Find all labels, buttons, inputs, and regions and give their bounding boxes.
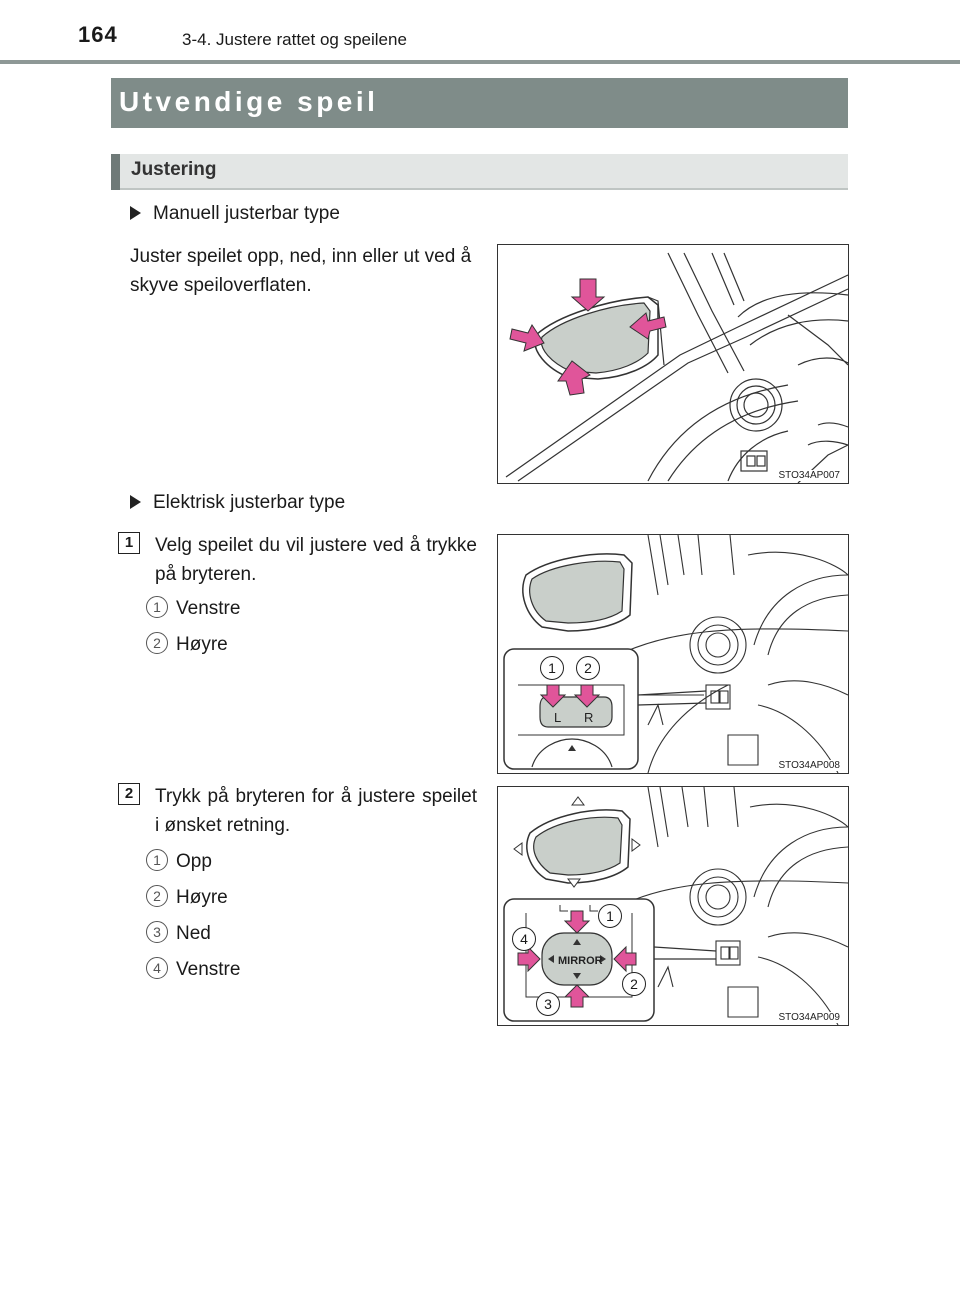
section-title: Utvendige speil	[119, 86, 379, 117]
chapter-title: 3-4. Justere rattet og speilene	[182, 30, 407, 49]
figure-code: STO34AP007	[776, 470, 842, 481]
step2-item-4: 4 Venstre	[146, 957, 240, 981]
item-label: Venstre	[176, 598, 241, 619]
callout-2: 2	[622, 972, 646, 996]
item-label: Høyre	[176, 887, 228, 908]
header-rule	[0, 60, 960, 64]
item-number: 1	[146, 849, 168, 871]
step1-item-2: 2 Høyre	[146, 632, 228, 656]
callout-1: 1	[598, 904, 622, 928]
callout-3: 3	[536, 992, 560, 1016]
subsection-stripe	[111, 154, 120, 190]
callout-4: 4	[512, 927, 536, 951]
mirror-switch-label: MIRROR	[558, 955, 603, 967]
step1-text: Velg speilet du vil justere ved å trykke…	[155, 535, 477, 585]
item-label: Høyre	[176, 634, 228, 655]
subsection-title: Justering	[131, 159, 217, 180]
triangle-bullet-icon	[130, 495, 141, 509]
step1-item-1: 1 Venstre	[146, 596, 240, 620]
step-number-1: 1	[118, 532, 140, 554]
figure-code: STO34AP009	[776, 1012, 842, 1023]
step-number-2: 2	[118, 783, 140, 805]
figure-select-switch: L R 1 2 STO34AP008	[497, 534, 849, 774]
step2-text: Trykk på bryteren for å justere speilet …	[155, 786, 477, 836]
item-number: 2	[146, 885, 168, 907]
step2-item-1: 1 Opp	[146, 849, 212, 873]
manual-text: Juster speilet opp, ned, inn eller ut ve…	[130, 246, 472, 296]
callout-1: 1	[540, 656, 564, 680]
switch-label-l: L	[554, 710, 561, 725]
manual-heading-text: Manuell justerbar type	[153, 203, 340, 224]
triangle-bullet-icon	[130, 206, 141, 220]
figure-code: STO34AP008	[776, 760, 842, 771]
electric-heading: Elektrisk justerbar type	[130, 492, 345, 514]
step2-item-2: 2 Høyre	[146, 885, 228, 909]
switch-label-r: R	[584, 710, 593, 725]
electric-heading-text: Elektrisk justerbar type	[153, 492, 346, 513]
figure-manual-mirror: STO34AP007	[497, 244, 849, 484]
subsection-bar: Justering	[111, 154, 848, 190]
direction-switch-illustration: MIRROR	[503, 787, 848, 1025]
manual-mirror-illustration	[505, 252, 848, 483]
item-label: Venstre	[176, 959, 241, 980]
figure-direction-switch: MIRROR 1 2 3 4 STO34AP009	[497, 786, 849, 1026]
page-number: 164	[78, 22, 118, 47]
item-number: 2	[146, 632, 168, 654]
item-number: 3	[146, 921, 168, 943]
step2-item-3: 3 Ned	[146, 921, 211, 945]
item-number: 1	[146, 596, 168, 618]
item-label: Ned	[176, 923, 211, 944]
manual-heading: Manuell justerbar type	[130, 203, 340, 225]
callout-2: 2	[576, 656, 600, 680]
item-number: 4	[146, 957, 168, 979]
item-label: Opp	[176, 851, 212, 872]
select-switch-illustration: L R	[503, 535, 848, 773]
section-title-bar: Utvendige speil	[111, 78, 848, 128]
